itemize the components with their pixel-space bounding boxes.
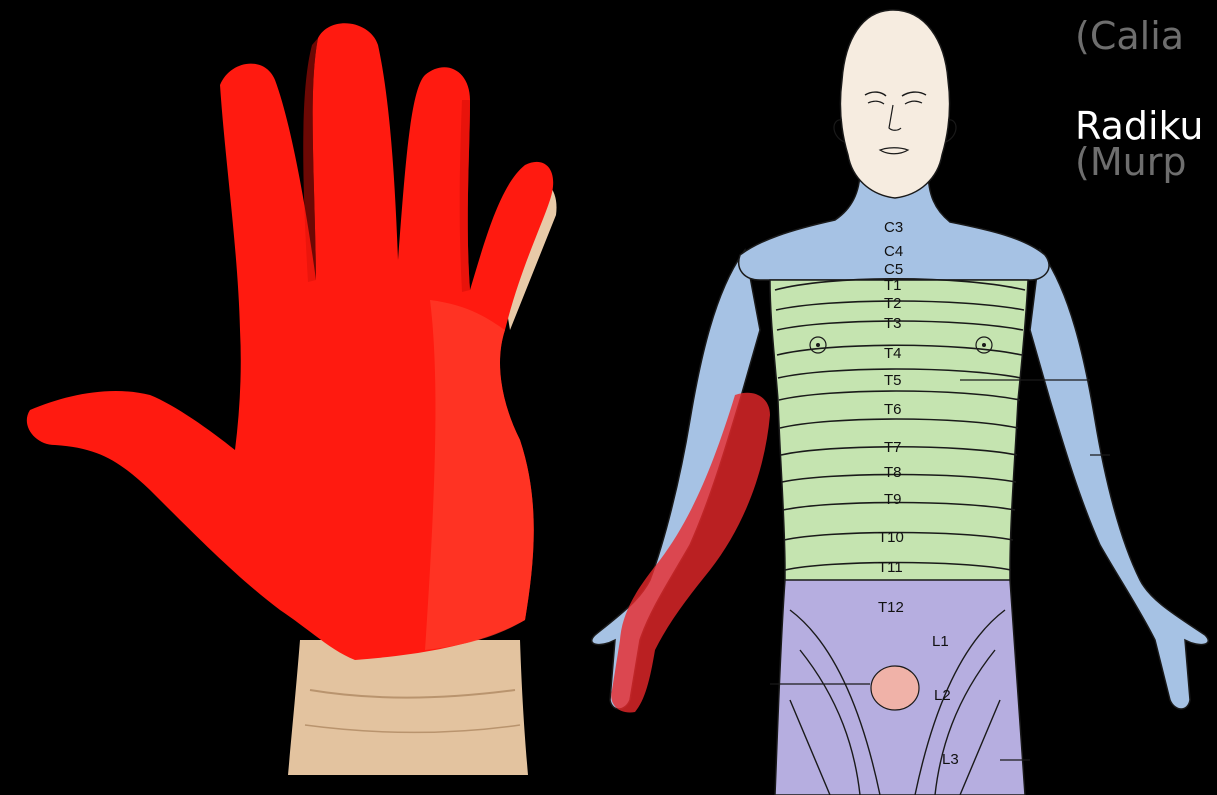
head-illustration <box>840 10 949 198</box>
label-t10: T10 <box>878 529 904 546</box>
caption-reference: (Murp <box>1075 140 1186 184</box>
label-l2: L2 <box>934 687 951 704</box>
label-c3: C3 <box>884 219 903 236</box>
label-t6: T6 <box>884 401 902 418</box>
label-l1: L1 <box>932 633 949 650</box>
hand-illustration <box>27 23 557 775</box>
label-t1: T1 <box>884 277 902 294</box>
label-t8: T8 <box>884 464 902 481</box>
label-c4: C4 <box>884 243 903 260</box>
label-t7: T7 <box>884 439 902 456</box>
label-t12: T12 <box>878 599 904 616</box>
label-t4: T4 <box>884 345 902 362</box>
label-l3: L3 <box>942 751 959 768</box>
label-t5: T5 <box>884 372 902 389</box>
label-t3: T3 <box>884 315 902 332</box>
label-t11: T11 <box>878 559 903 576</box>
label-t9: T9 <box>884 491 902 508</box>
label-c5: C5 <box>884 261 903 278</box>
wrist-skin <box>288 640 528 775</box>
label-t2: T2 <box>884 295 902 312</box>
caption-reference-top: (Calia <box>1075 14 1184 58</box>
